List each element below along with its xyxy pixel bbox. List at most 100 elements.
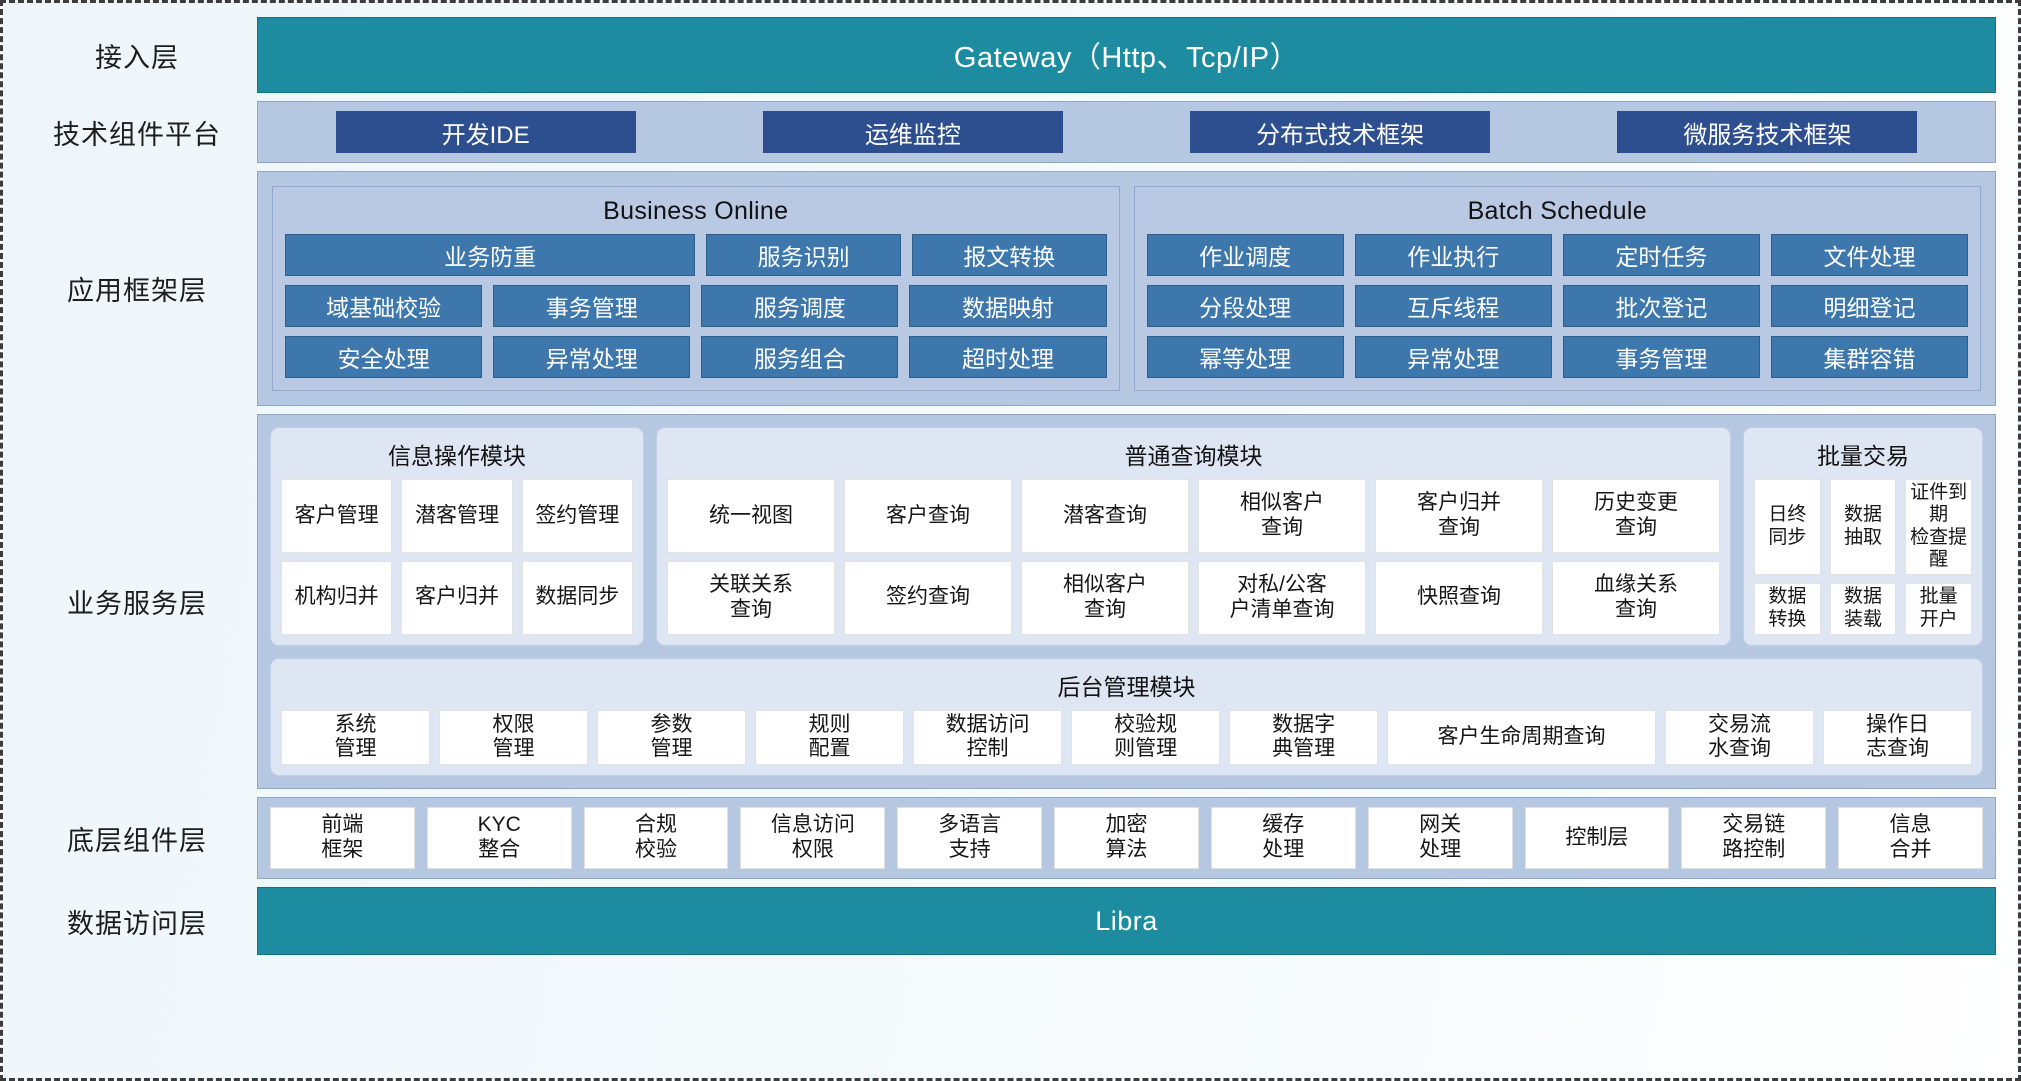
tech-chip-ide[interactable]: 开发IDE [335,111,636,153]
batch-cell-bulk-account-open[interactable]: 批量开户 [1905,582,1973,635]
batch-row-1: 日终同步 数据抽取 证件到期检查提醒 [1754,479,1973,575]
business-service-panel: 信息操作模块 客户管理 潜客管理 签约管理 机构归并 客户归并 [257,414,1996,790]
module-title-batch-transaction: 批量交易 [1817,443,1909,469]
info-cell-customer-merge[interactable]: 客户归并 [401,560,513,635]
component-cell-control-layer[interactable]: 控制层 [1524,807,1670,870]
bo-cell-service-identify[interactable]: 服务识别 [706,234,901,276]
app-framework-panel: Business Online 业务防重 服务识别 报文转换 域基础校验 事务管… [257,171,1996,406]
gateway-bar: Gateway（Http、Tcp/IP） [257,17,1996,93]
layer-row-biz: 业务服务层 信息操作模块 客户管理 潜客管理 签约管理 [17,414,1996,790]
tech-chip-microservice-framework[interactable]: 微服务技术框架 [1617,111,1918,153]
query-row-2: 关联关系查询 签约查询 相似客户查询 对私/公客户清单查询 快照查询 血缘关系查… [667,560,1720,635]
query-cell-lineage-query[interactable]: 血缘关系查询 [1552,560,1720,635]
query-cell-history-change-query[interactable]: 历史变更查询 [1552,479,1720,553]
query-cell-unified-view[interactable]: 统一视图 [667,479,835,553]
batch-row-2: 数据转换 数据装载 批量开户 [1754,582,1973,635]
admin-cell-transaction-flow-query[interactable]: 交易流水查询 [1664,709,1814,766]
bo-cell-business-dedup[interactable]: 业务防重 [285,234,696,276]
module-common-query: 普通查询模块 统一视图 客户查询 潜客查询 相似客户查询 客户归并查询 历史变更… [656,427,1731,646]
batch-cell-data-transform[interactable]: 数据转换 [1754,582,1821,635]
info-cell-customer-mgmt[interactable]: 客户管理 [281,479,393,553]
component-cell-encryption-algorithm[interactable]: 加密算法 [1054,807,1199,870]
query-cell-relation-query[interactable]: 关联关系查询 [667,560,835,635]
info-cell-data-sync[interactable]: 数据同步 [521,560,633,635]
layer-row-tech: 技术组件平台 开发IDE 运维监控 分布式技术框架 微服务技术框架 [17,101,1996,163]
query-cell-similar-customer-query[interactable]: 相似客户查询 [1198,479,1366,553]
admin-cell-validation-rule-mgmt[interactable]: 校验规则管理 [1071,709,1221,766]
bo-row-1: 业务防重 服务识别 报文转换 [285,234,1107,276]
bo-cell-service-compose[interactable]: 服务组合 [701,336,899,378]
query-cell-customer-query[interactable]: 客户查询 [844,479,1012,553]
group-title-business-online: Business Online [603,197,789,225]
bo-cell-data-mapping[interactable]: 数据映射 [909,285,1107,327]
module-title-common-query: 普通查询模块 [1124,443,1263,469]
bs-cell-detail-register[interactable]: 明细登记 [1770,285,1968,327]
tech-chip-ops-monitor[interactable]: 运维监控 [762,111,1063,153]
query-cell-similar-customer-query-2[interactable]: 相似客户查询 [1021,560,1189,635]
batch-cell-eod-sync[interactable]: 日终同步 [1754,479,1821,575]
bo-cell-message-transform[interactable]: 报文转换 [911,234,1107,276]
bs-cell-timed-task[interactable]: 定时任务 [1562,234,1760,276]
batch-cell-id-expiry-reminder[interactable]: 证件到期检查提醒 [1905,479,1973,575]
layer-label-tech: 技术组件平台 [53,119,221,150]
bo-row-3: 安全处理 异常处理 服务组合 超时处理 [285,336,1107,378]
bs-cell-file-process[interactable]: 文件处理 [1770,234,1968,276]
bs-row-1: 作业调度 作业执行 定时任务 文件处理 [1146,234,1968,276]
module-title-backend-admin: 后台管理模块 [1057,673,1196,700]
info-cell-org-merge[interactable]: 机构归并 [281,560,393,635]
admin-cell-data-access-control[interactable]: 数据访问控制 [913,709,1063,766]
bs-row-3: 幂等处理 异常处理 事务管理 集群容错 [1146,336,1968,378]
module-info-operation: 信息操作模块 客户管理 潜客管理 签约管理 机构归并 客户归并 [270,427,644,646]
admin-cell-customer-lifecycle-query[interactable]: 客户生命周期查询 [1387,709,1656,766]
bo-cell-exception[interactable]: 异常处理 [493,336,691,378]
bo-cell-domain-validate[interactable]: 域基础校验 [285,285,483,327]
bo-cell-service-dispatch[interactable]: 服务调度 [701,285,899,327]
module-title-info-operation: 信息操作模块 [388,443,526,469]
admin-cell-permission-mgmt[interactable]: 权限管理 [439,709,589,766]
admin-cell-data-dictionary-mgmt[interactable]: 数据字典管理 [1229,709,1379,766]
bs-cell-job-schedule[interactable]: 作业调度 [1146,234,1344,276]
bs-cell-job-execute[interactable]: 作业执行 [1354,234,1552,276]
info-cell-contract-mgmt[interactable]: 签约管理 [521,479,633,553]
query-cell-customer-merge-query[interactable]: 客户归并查询 [1375,479,1543,553]
batch-cell-data-extract[interactable]: 数据抽取 [1829,479,1897,575]
bs-cell-cluster-fault-tolerance[interactable]: 集群容错 [1770,336,1968,378]
bs-cell-idempotent[interactable]: 幂等处理 [1146,336,1344,378]
bs-cell-transaction-mgmt[interactable]: 事务管理 [1562,336,1760,378]
component-cell-info-access-permission[interactable]: 信息访问权限 [740,807,886,870]
query-cell-prospect-query[interactable]: 潜客查询 [1021,479,1189,553]
component-cell-frontend-framework[interactable]: 前端框架 [270,807,415,870]
query-cell-snapshot-query[interactable]: 快照查询 [1375,560,1543,635]
component-cell-transaction-chain-control[interactable]: 交易链路控制 [1681,807,1827,870]
tech-chip-distributed-framework[interactable]: 分布式技术框架 [1190,111,1491,153]
component-cell-info-merge[interactable]: 信息合并 [1838,807,1983,870]
query-cell-contract-query[interactable]: 签约查询 [844,560,1012,635]
component-cell-compliance-check[interactable]: 合规校验 [583,807,729,870]
bs-cell-segment-process[interactable]: 分段处理 [1146,285,1344,327]
component-cell-cache-processing[interactable]: 缓存处理 [1210,807,1356,870]
info-row-2: 机构归并 客户归并 数据同步 [281,560,633,635]
bs-cell-exception[interactable]: 异常处理 [1354,336,1552,378]
admin-cell-rule-config[interactable]: 规则配置 [755,709,905,766]
admin-cell-system-mgmt[interactable]: 系统管理 [281,709,431,766]
bo-cell-transaction-mgmt[interactable]: 事务管理 [493,285,691,327]
admin-cell-operation-log-query[interactable]: 操作日志查询 [1823,709,1973,766]
query-cell-private-corp-customer-list-query[interactable]: 对私/公客户清单查询 [1198,560,1366,635]
group-batch-schedule: Batch Schedule 作业调度 作业执行 定时任务 文件处理 分段处理 … [1133,186,1981,391]
batch-cell-data-load[interactable]: 数据装载 [1829,582,1897,635]
module-batch-transaction: 批量交易 日终同步 数据抽取 证件到期检查提醒 数据转换 数据装载 [1743,427,1983,646]
bs-cell-mutex-thread[interactable]: 互斥线程 [1354,285,1552,327]
bo-row-2: 域基础校验 事务管理 服务调度 数据映射 [285,285,1107,327]
layer-label-biz: 业务服务层 [67,589,207,620]
admin-cell-parameter-mgmt[interactable]: 参数管理 [597,709,747,766]
component-cell-multilanguage-support[interactable]: 多语言支持 [897,807,1043,870]
info-cell-prospect-mgmt[interactable]: 潜客管理 [401,479,513,553]
bo-cell-security[interactable]: 安全处理 [285,336,483,378]
component-cell-gateway-processing[interactable]: 网关处理 [1367,807,1513,870]
layer-label-access: 接入层 [95,42,179,73]
bs-cell-batch-register[interactable]: 批次登记 [1562,285,1760,327]
bo-cell-timeout[interactable]: 超时处理 [909,336,1107,378]
